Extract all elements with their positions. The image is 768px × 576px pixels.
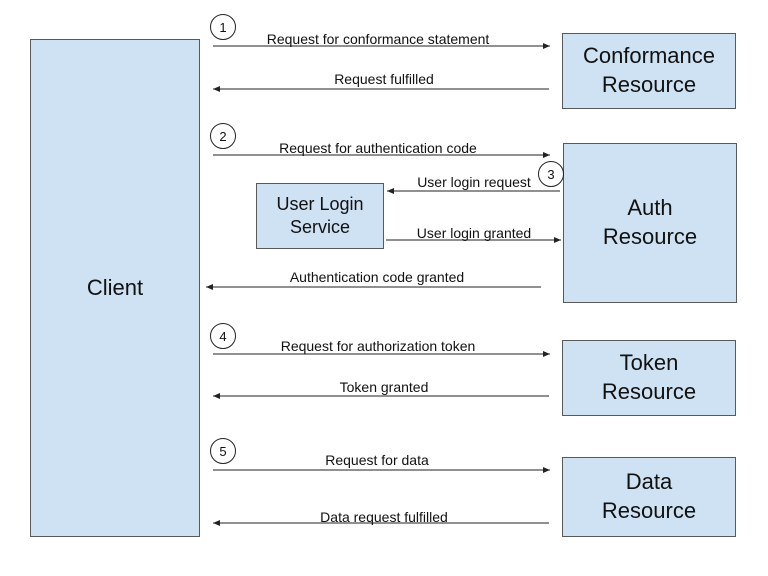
data-fulfilled-label: Data request fulfilled <box>320 509 448 525</box>
client-label: Client <box>86 274 144 300</box>
auth-resource-label: Auth Resource <box>602 195 698 249</box>
token-resource-box: Token Resource <box>562 340 736 416</box>
auth-code-request-label: Request for authentication code <box>279 140 477 156</box>
user-login-service-box: User Login Service <box>256 183 384 249</box>
conformance-fulfilled-label: Request fulfilled <box>334 71 434 87</box>
token-resource-label: Token Resource <box>601 350 697 404</box>
data-resource-label: Data Resource <box>601 469 697 523</box>
conformance-resource-box: Conformance Resource <box>562 33 736 109</box>
user-login-service-label: User Login Service <box>276 193 364 237</box>
data-request-label: Request for data <box>325 452 429 468</box>
step-5-marker: 5 <box>210 438 236 464</box>
conformance-request-label: Request for conformance statement <box>266 31 490 47</box>
conformance-resource-label: Conformance Resource <box>582 43 716 97</box>
client-box: Client <box>30 39 200 537</box>
user-login-granted-label: User login granted <box>416 225 532 241</box>
auth-code-granted-label: Authentication code granted <box>289 269 465 285</box>
user-login-request-label: User login request <box>417 174 531 190</box>
step-2-marker: 2 <box>210 123 236 149</box>
step-4-marker: 4 <box>210 323 236 349</box>
token-granted-label: Token granted <box>339 379 429 395</box>
data-resource-box: Data Resource <box>562 457 736 537</box>
token-request-label: Request for authorization token <box>280 338 476 354</box>
step-3-marker: 3 <box>538 161 564 187</box>
step-1-marker: 1 <box>210 14 236 40</box>
auth-resource-box: Auth Resource <box>563 143 737 303</box>
